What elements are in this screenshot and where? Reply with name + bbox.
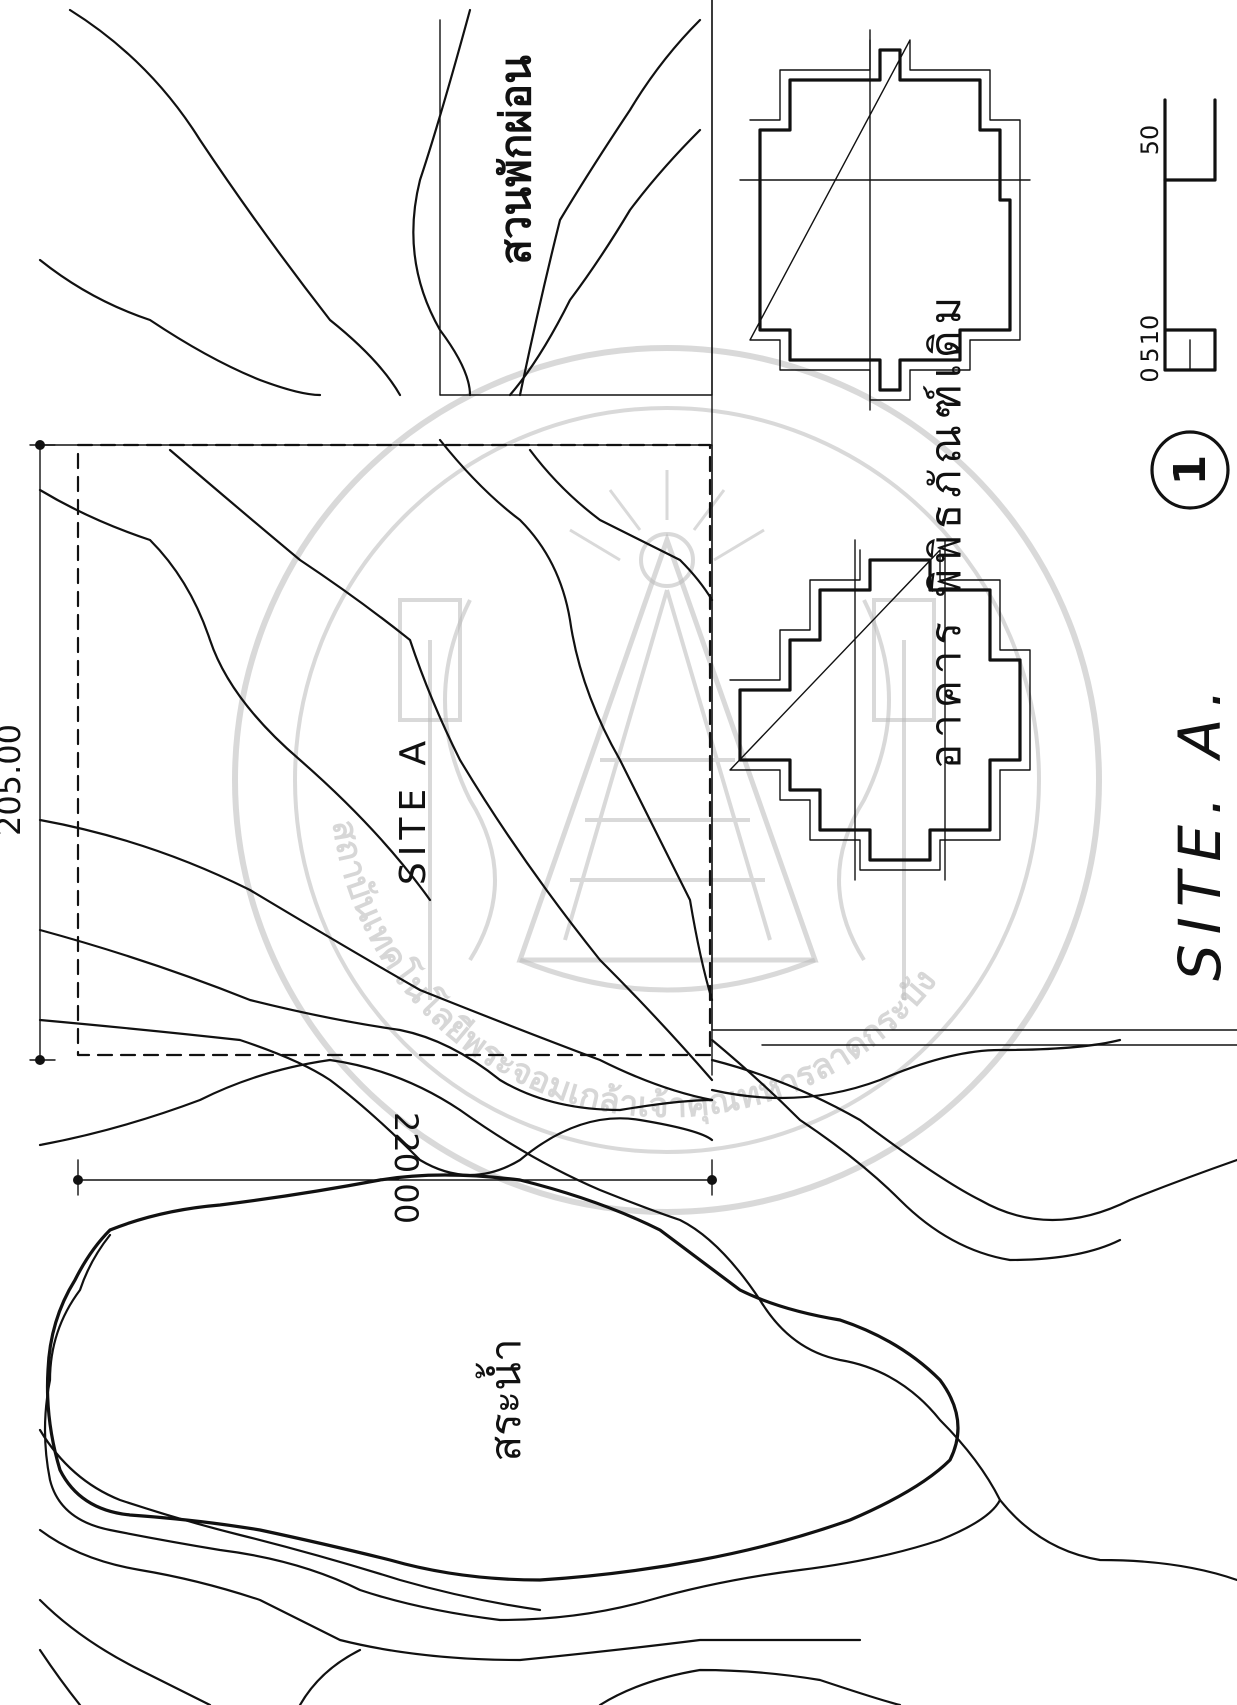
site-a-label: SITE A bbox=[393, 735, 434, 885]
section-marker bbox=[1150, 430, 1230, 510]
labels: 205.00 220.00 SITE A SITE. A. สวนพักผ่อน… bbox=[0, 55, 1234, 1462]
museum-label: อาคาร พิพิธภัณฑ์เดิม bbox=[921, 291, 970, 769]
scale-tick-10: 10 bbox=[1136, 315, 1164, 346]
dimension-height-label: 220.00 bbox=[387, 1112, 425, 1224]
pond-outline bbox=[45, 1173, 960, 1582]
scale-bar bbox=[1163, 98, 1217, 372]
dimension-width-label: 205.00 bbox=[0, 724, 28, 836]
garden-label: สวนพักผ่อน bbox=[491, 55, 540, 265]
dimension-height bbox=[73, 1159, 717, 1196]
museum-plan-left bbox=[729, 539, 1031, 881]
scale-tick-50: 50 bbox=[1136, 125, 1164, 156]
contour-lines bbox=[38, 8, 1237, 1705]
scale-tick-5: 5 bbox=[1136, 347, 1164, 362]
site-boundary-lines bbox=[39, 0, 1237, 1076]
sheet-title: SITE. A. bbox=[1166, 679, 1234, 981]
section-marker-number: 1 bbox=[1165, 455, 1216, 486]
pond-label: สระน้ำ bbox=[475, 1338, 530, 1461]
scale-tick-0: 0 bbox=[1136, 367, 1164, 382]
dimension-width bbox=[29, 440, 56, 1065]
museum-plan-right bbox=[739, 29, 1031, 411]
